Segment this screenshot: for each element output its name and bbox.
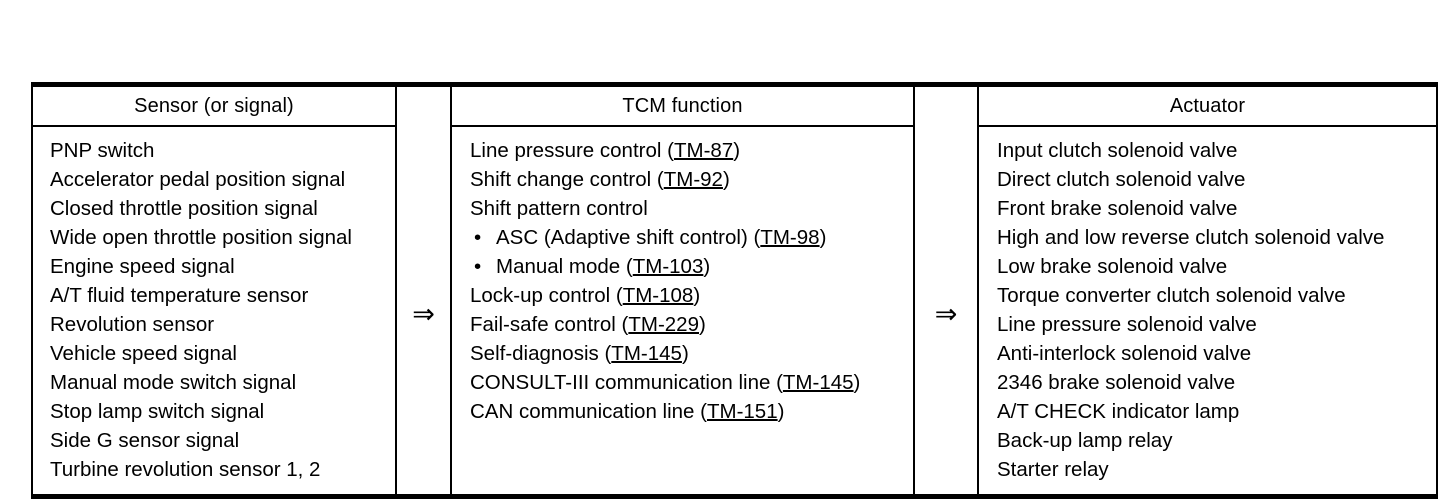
list-item: Shift pattern control (470, 197, 648, 220)
list-item-label: Line pressure control ( (470, 139, 674, 162)
column-actuator: Actuator Input clutch solenoid valve Dir… (977, 87, 1438, 494)
list-item: Low brake solenoid valve (997, 255, 1228, 278)
list-item-suffix: ) (777, 400, 785, 423)
list-item-label: Manual mode ( (496, 255, 633, 278)
column-body-actuator: Input clutch solenoid valve Direct clutc… (979, 127, 1436, 494)
column-header-actuator: Actuator (979, 87, 1436, 127)
list-item: Manual mode switch signal (50, 371, 297, 394)
list-item: Closed throttle position signal (50, 197, 318, 220)
list-item-suffix: ) (699, 313, 706, 336)
list-item-suffix: ) (703, 255, 711, 278)
cross-reference-link[interactable]: TM-145 (611, 342, 682, 365)
list-item: CAN communication line (TM-151) (452, 397, 913, 426)
column-sensor: Sensor (or signal) PNP switch Accelerato… (31, 87, 397, 494)
list-item: Lock-up control (TM-108) (452, 281, 913, 310)
list-item: Input clutch solenoid valve (997, 139, 1238, 162)
bullet-icon: • (474, 255, 482, 278)
table-columns: Sensor (or signal) PNP switch Accelerato… (31, 87, 1438, 494)
list-item: Stop lamp switch signal (50, 400, 265, 423)
list-item: Direct clutch solenoid valve (997, 168, 1246, 191)
list-item: Line pressure solenoid valve (997, 313, 1257, 336)
cross-reference-link[interactable]: TM-151 (706, 400, 778, 423)
cross-reference-link[interactable]: TM-98 (760, 226, 820, 249)
list-item-label: Shift change control ( (470, 168, 664, 191)
list-item-suffix: ) (681, 342, 689, 365)
cross-reference-link[interactable]: TM-87 (673, 139, 734, 162)
list-item: Line pressure control (TM-87) (452, 136, 913, 165)
cross-reference-link[interactable]: TM-92 (663, 168, 723, 191)
list-item: 2346 brake solenoid valve (997, 371, 1236, 394)
list-item-suffix: ) (853, 371, 861, 394)
list-item-label: CONSULT-III communication line ( (470, 371, 783, 394)
list-item: Starter relay (997, 458, 1109, 481)
cross-reference-link[interactable]: TM-145 (782, 371, 854, 394)
table-bottom-rule (31, 494, 1438, 499)
list-item-suffix: ) (722, 168, 730, 191)
flow-arrow-sensor-to-tcm: ⇒ (397, 87, 450, 494)
cross-reference-link[interactable]: TM-108 (622, 284, 694, 307)
list-item-label: ASC (Adaptive shift control) ( (496, 226, 761, 249)
list-item-label: Self-diagnosis ( (470, 342, 612, 365)
column-body-sensor: PNP switch Accelerator pedal position si… (33, 127, 395, 494)
list-item: Self-diagnosis (TM-145) (452, 339, 913, 368)
list-item-suffix: ) (819, 226, 827, 249)
list-item: Turbine revolution sensor 1, 2 (50, 458, 321, 481)
list-item: A/T fluid temperature sensor (50, 284, 309, 307)
list-item: Back-up lamp relay (997, 429, 1173, 452)
double-arrow-right-icon: ⇒ (412, 299, 435, 330)
table-top-rule (31, 82, 1438, 87)
list-item: Wide open throttle position signal (50, 226, 352, 249)
list-item: Front brake solenoid valve (997, 197, 1238, 220)
list-item: A/T CHECK indicator lamp (997, 400, 1240, 423)
column-tcm-function: TCM function Line pressure control (TM-8… (450, 87, 915, 494)
list-item: High and low reverse clutch solenoid val… (997, 226, 1385, 249)
list-item-suffix: ) (693, 284, 701, 307)
list-item-bulleted: • Manual mode (TM-103) (452, 252, 913, 281)
list-item: Fail-safe control (TM-229) (452, 310, 913, 339)
cross-reference-link[interactable]: TM-103 (632, 255, 704, 278)
list-item: CONSULT-III communication line (TM-145) (452, 368, 913, 397)
column-header-tcm-function: TCM function (452, 87, 913, 127)
column-body-tcm-function: Line pressure control (TM-87) Shift chan… (452, 127, 913, 474)
flow-arrow-tcm-to-actuator: ⇒ (915, 87, 977, 494)
list-item-bulleted: • ASC (Adaptive shift control) (TM-98) (452, 223, 913, 252)
system-flow-table: Sensor (or signal) PNP switch Accelerato… (31, 82, 1438, 499)
bullet-icon: • (474, 226, 482, 249)
list-item-label: CAN communication line ( (470, 400, 707, 423)
list-item-label: Fail-safe control ( (470, 313, 629, 336)
list-item: PNP switch (50, 139, 155, 162)
list-item-suffix: ) (733, 139, 741, 162)
cross-reference-link[interactable]: TM-229 (628, 313, 699, 336)
list-item: Side G sensor signal (50, 429, 240, 452)
double-arrow-right-icon: ⇒ (934, 299, 958, 330)
list-item: Torque converter clutch solenoid valve (997, 284, 1346, 307)
column-header-sensor: Sensor (or signal) (33, 87, 395, 127)
list-item-label: Lock-up control ( (470, 284, 623, 307)
list-item: Accelerator pedal position signal (50, 168, 346, 191)
list-item: Revolution sensor (50, 313, 215, 336)
list-item: Vehicle speed signal (50, 342, 237, 365)
list-item: Shift change control (TM-92) (452, 165, 913, 194)
list-item: Engine speed signal (50, 255, 235, 278)
list-item: Anti-interlock solenoid valve (997, 342, 1252, 365)
